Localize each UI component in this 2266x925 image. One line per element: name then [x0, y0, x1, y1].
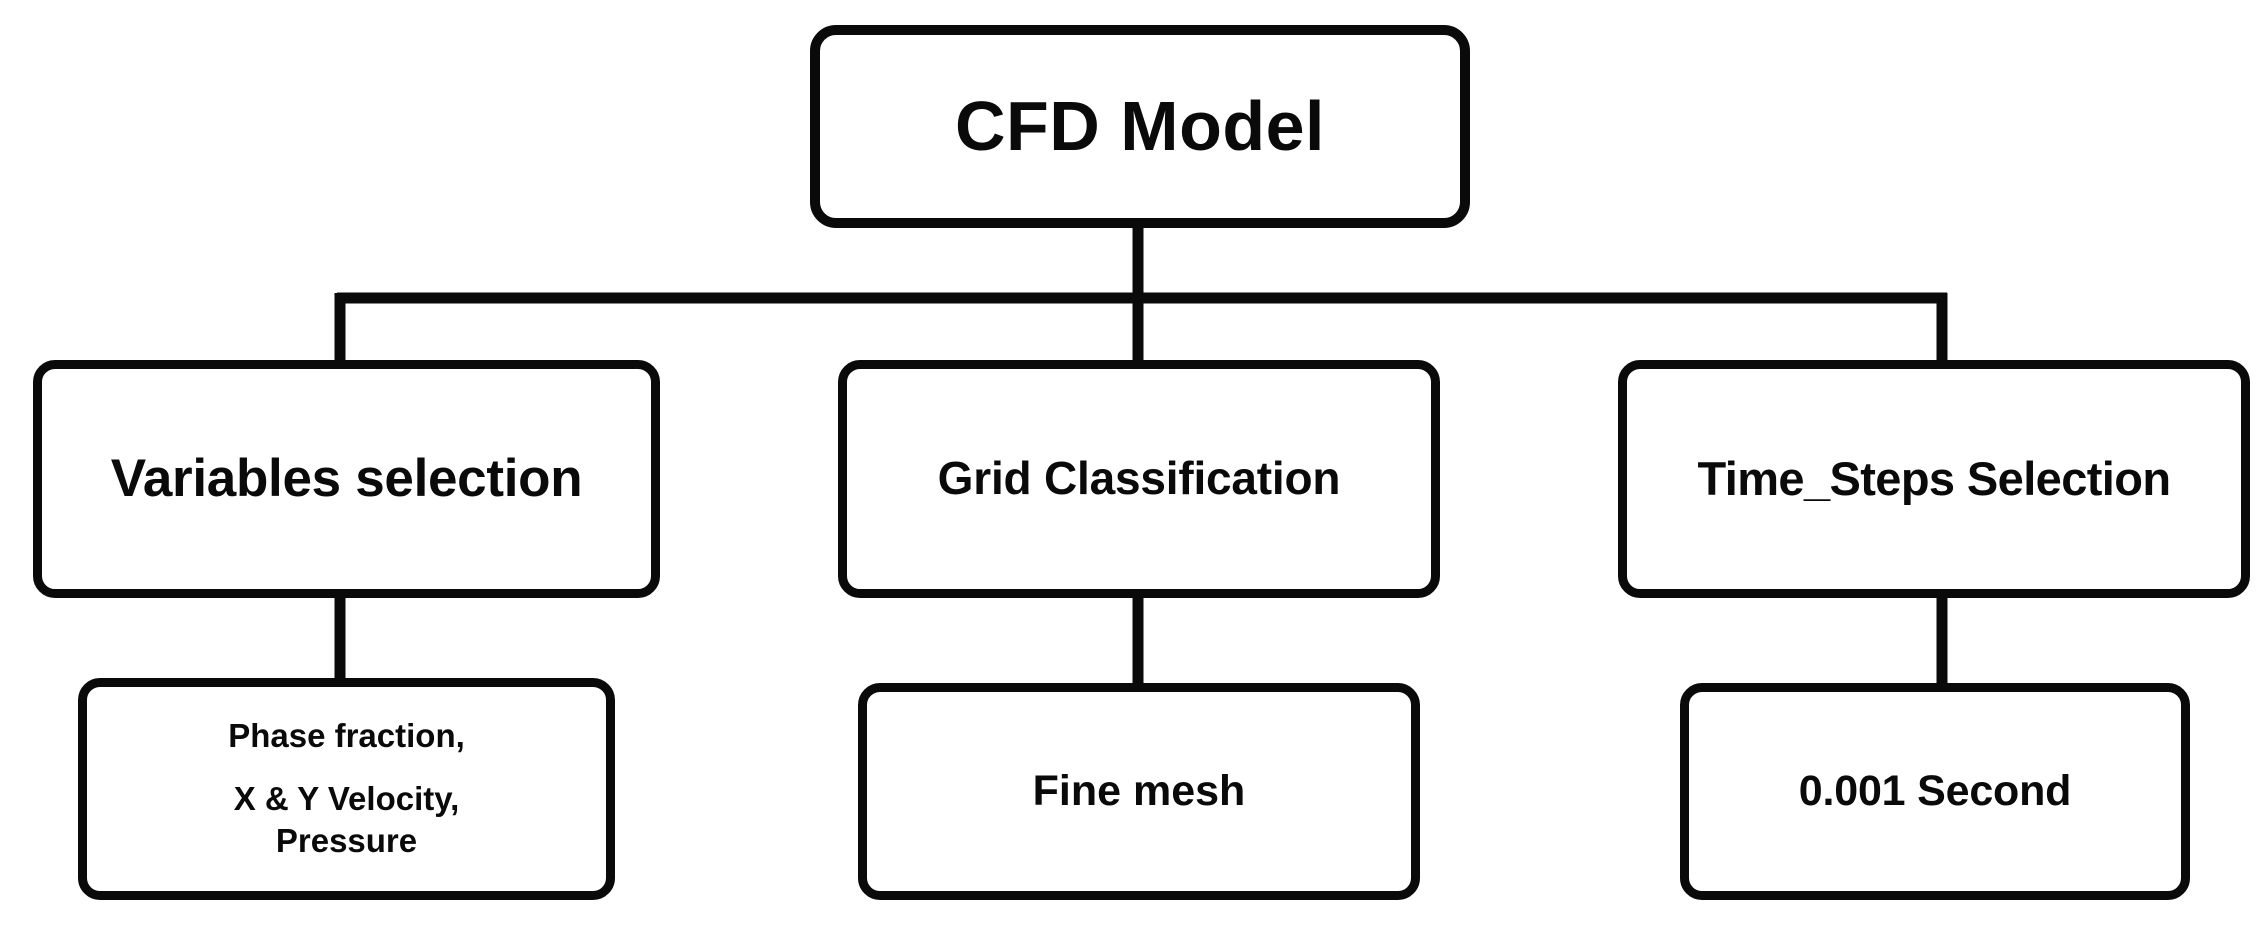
- node-cfd-model[interactable]: CFD Model: [810, 25, 1470, 228]
- node-variables-selection[interactable]: Variables selection: [33, 360, 660, 598]
- node-time-step-value-label: 0.001 Second: [1798, 767, 2072, 816]
- node-grid-classification[interactable]: Grid Classification: [838, 360, 1440, 598]
- node-variables-detail-line-2: X & Y Velocity,: [233, 779, 460, 817]
- node-variables-detail-line-3: Pressure: [275, 822, 418, 860]
- node-grid-classification-label: Grid Classification: [937, 452, 1341, 505]
- node-variables-detail-label: Phase fraction, X & Y Velocity, Pressure: [87, 716, 606, 861]
- node-variables-detail[interactable]: Phase fraction, X & Y Velocity, Pressure: [78, 678, 615, 900]
- node-cfd-model-label: CFD Model: [954, 87, 1326, 166]
- node-variables-selection-label: Variables selection: [110, 449, 583, 509]
- node-fine-mesh-label: Fine mesh: [1032, 767, 1246, 816]
- node-variables-detail-line-1: Phase fraction,: [228, 716, 465, 754]
- node-time-steps-selection-label: Time_Steps Selection: [1697, 451, 2172, 505]
- node-fine-mesh[interactable]: Fine mesh: [858, 683, 1420, 900]
- node-time-steps-selection[interactable]: Time_Steps Selection: [1618, 360, 2250, 598]
- node-time-step-value[interactable]: 0.001 Second: [1680, 683, 2190, 900]
